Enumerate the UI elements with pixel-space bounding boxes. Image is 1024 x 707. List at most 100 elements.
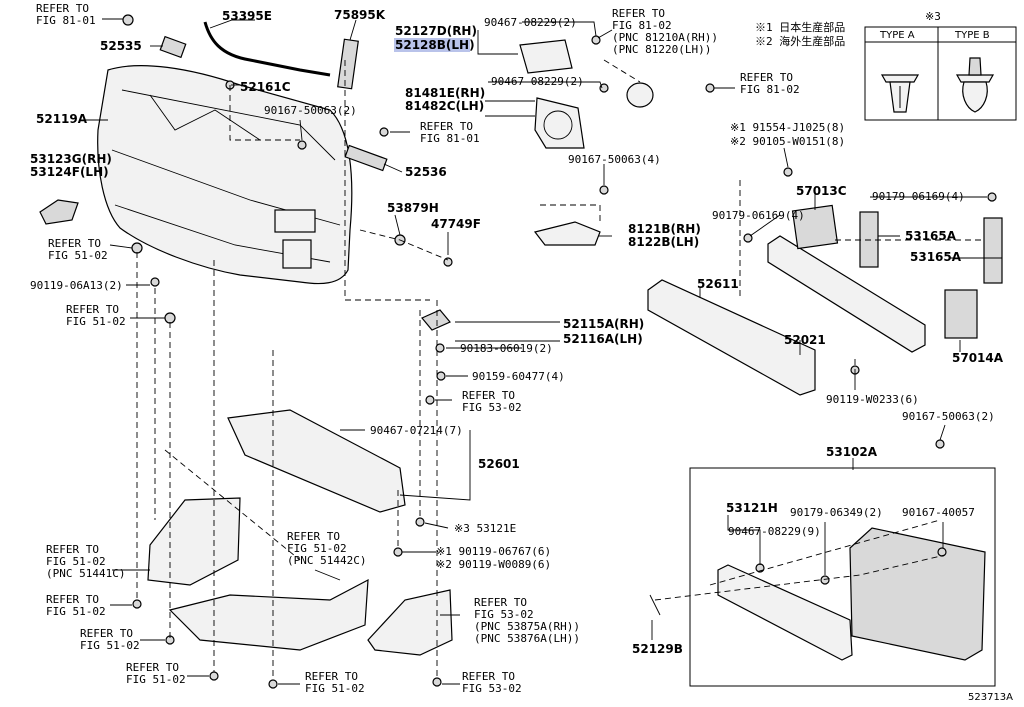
label-line: ※1 90119-06767(6) [436, 545, 551, 558]
type-b-label: TYPE B [954, 30, 990, 41]
label-p90167-50063-2a: 90167-50063(2) [264, 104, 357, 117]
label-p53121h: 53121H [726, 501, 778, 515]
label-line: 52611 [697, 277, 739, 291]
label-line: 90467-08229(2) [484, 16, 577, 29]
stay-53165a-2 [984, 218, 1002, 283]
label-refer-fig51-02-f: REFER TOFIG 51-02 [80, 627, 140, 652]
label-line: 53165A [910, 250, 962, 264]
bolt-53-02-b [433, 678, 441, 686]
side-cover-51442c [170, 580, 368, 650]
label-refer-fig53-02-pnc: REFER TOFIG 53-02(PNC 53875A(RH))(PNC 53… [474, 596, 580, 645]
label-line: 90179-06349(2) [790, 506, 883, 519]
label-line: 52115A(RH) [563, 317, 644, 331]
label-p90467-08229-2b: 90467-08229(2) [491, 75, 584, 88]
label-line: 52116A(LH) [563, 332, 643, 346]
label-line: 52536 [405, 165, 447, 179]
label-p90159: 90159-60477(4) [472, 370, 565, 383]
label-line: 53879H [387, 201, 439, 215]
label-line: 52535 [100, 39, 142, 53]
label-p53124f: 53124F(LH) [30, 165, 109, 179]
label-p53165a-2: 53165A [910, 250, 962, 264]
bolt-90167-4 [600, 186, 608, 194]
bolt-90119-a [151, 278, 159, 286]
bolt-fog [706, 84, 714, 92]
label-refer-fig51-02-e: REFER TOFIG 51-02 [46, 593, 106, 618]
label-p90119-06a13: 90119-06A13(2) [30, 279, 123, 292]
label-p90167-50063-4: 90167-50063(4) [568, 153, 661, 166]
label-refer-fig51-02-g: REFER TOFIG 51-02 [126, 661, 186, 686]
label-line: FIG 81-02 [740, 83, 800, 96]
label-line: 52021 [784, 333, 826, 347]
label-line: 90467-07214(7) [370, 424, 463, 437]
label-p57013c: 57013C [796, 184, 847, 198]
label-p53102a: 53102A [826, 445, 878, 459]
label-p52119a: 52119A [36, 112, 88, 126]
bolt-53121e [416, 518, 424, 526]
label-refer-fig51-02-b: REFER TOFIG 51-02 [66, 303, 126, 328]
label-p52127d: 52127D(RH) [395, 24, 477, 38]
bolt-90167-b [936, 440, 944, 448]
label-line: 90467-08229(9) [728, 525, 821, 538]
label-line: 81482C(LH) [405, 99, 484, 113]
label-line: 52127D(RH) [395, 24, 477, 38]
label-line: 90183-06019(2) [460, 342, 553, 355]
bolt-51-02-a [132, 243, 142, 253]
label-line: FIG 81-01 [36, 14, 96, 27]
label-refer-fig81-02-pnc: REFER TOFIG 81-02(PNC 81210A(RH))(PNC 81… [612, 7, 718, 56]
clip-52535 [160, 37, 185, 58]
label-line: ※2 90119-W0089(6) [436, 558, 551, 571]
label-line: 90467-08229(2) [491, 75, 584, 88]
bolt-90119-c [394, 548, 402, 556]
label-line: ※1 91554-J1025(8) [730, 121, 845, 134]
bolt-90167-a [298, 141, 306, 149]
type-box-mark: ※3 [925, 10, 941, 23]
label-p90167-50063-2b: 90167-50063(2) [902, 410, 995, 423]
bolt-90159 [437, 372, 445, 380]
label-line: 523713A [968, 692, 1013, 703]
label-line: 90167-50063(2) [264, 104, 357, 117]
grille-53102a [850, 528, 985, 660]
cover-52127d [520, 40, 572, 73]
label-line: FIG 51-02 [126, 673, 186, 686]
label-p90467-08229-9: 90467-08229(9) [728, 525, 821, 538]
label-line: FIG 51-02 [305, 682, 365, 695]
label-p53165a-1: 53165A [905, 229, 957, 243]
bolt-91554 [784, 168, 792, 176]
label-note1: ※1 日本生産部品 [755, 20, 845, 34]
label-line: 8121B(RH) [628, 222, 701, 236]
label-line: 52128B(LH) [395, 38, 475, 52]
label-line: 53123G(RH) [30, 152, 112, 166]
label-line: FIG 53-02 [462, 682, 522, 695]
bracket-57014a [945, 290, 977, 338]
label-line: (PNC 51441C) [46, 567, 125, 580]
label-p75895k: 75895K [334, 8, 386, 22]
label-p52129b: 52129B [632, 642, 683, 656]
label-refer-fig81-01-top: REFER TOFIG 81-01 [36, 2, 96, 27]
label-line: 47749F [431, 217, 481, 231]
label-line: 53165A [905, 229, 957, 243]
label-line: 53121H [726, 501, 778, 515]
bolt-81-01 [380, 128, 388, 136]
bolt-51-02-b [165, 313, 175, 323]
label-p53123g: 53123G(RH) [30, 152, 112, 166]
bolt-90179-06349 [821, 576, 829, 584]
label-line: 90179-06169(4) [872, 190, 965, 203]
label-diagram-id: 523713A [968, 692, 1013, 703]
label-line: 53395E [222, 9, 272, 23]
label-p90119-w0233: 90119-W0233(6) [826, 393, 919, 406]
label-p52536: 52536 [405, 165, 447, 179]
label-p52535: 52535 [100, 39, 142, 53]
lamp-8121b [535, 222, 600, 245]
label-line: 57013C [796, 184, 847, 198]
label-refer-fig53-02-b: REFER TOFIG 53-02 [462, 670, 522, 695]
bolt-51-02-c [133, 600, 141, 608]
label-line: ※1 日本生産部品 [755, 20, 845, 34]
label-refer-fig51-02-c: REFER TOFIG 51-02(PNC 51441C) [46, 543, 125, 580]
label-refer-fig51-02-a: REFER TOFIG 51-02 [48, 237, 108, 262]
label-p90105: ※2 90105-W0151(8) [730, 135, 845, 148]
label-p81481e: 81481E(RH) [405, 86, 485, 100]
label-refer-fig81-01-mid: REFER TOFIG 81-01 [420, 120, 480, 145]
label-refer-fig51-02-h: REFER TOFIG 51-02 [305, 670, 365, 695]
label-p53879h: 53879H [387, 201, 439, 215]
label-p52116a: 52116A(LH) [563, 332, 643, 346]
